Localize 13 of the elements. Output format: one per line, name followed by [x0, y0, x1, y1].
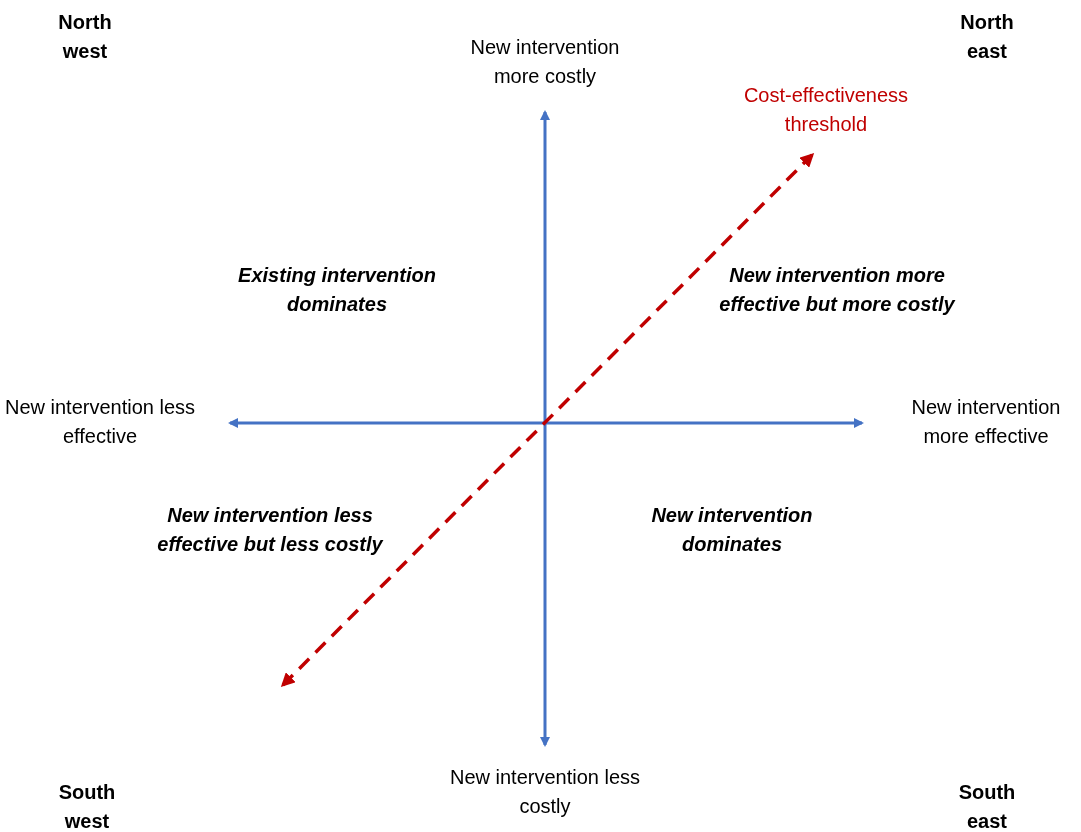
axis-label: New intervention more effective: [910, 395, 1062, 449]
quadrant-label: New intervention dominates: [650, 503, 814, 557]
quadrant-label: New intervention more effective but more costly: [718, 263, 957, 317]
quadrant-label: Existing intervention dominates: [237, 263, 437, 317]
axis-label: New intervention less costly: [448, 765, 642, 819]
threshold-label: Cost-effectiveness threshold: [742, 83, 910, 137]
compass-label: South west: [57, 780, 117, 832]
axis-label: New intervention less effective: [3, 395, 197, 449]
compass-label: North west: [57, 10, 113, 64]
quadrant-label: New intervention less effective but less costly: [156, 503, 385, 557]
compass-label: South east: [957, 780, 1017, 832]
axis-label: New intervention more costly: [469, 35, 621, 89]
compass-label: North east: [959, 10, 1015, 64]
